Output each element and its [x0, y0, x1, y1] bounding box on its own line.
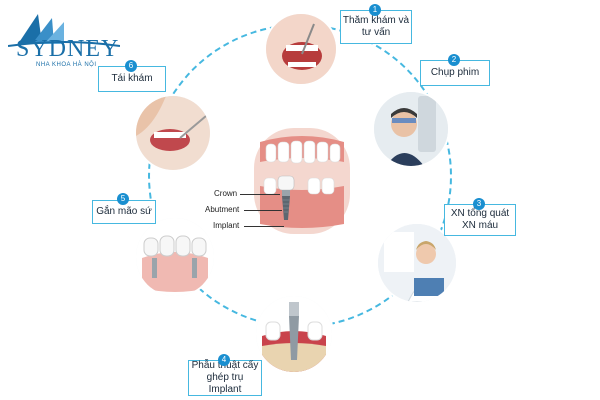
implant-diagram — [254, 128, 350, 234]
brand-logo — [7, 8, 121, 80]
step-4-photo — [256, 296, 332, 372]
crown-label: Crown — [214, 189, 238, 198]
step-2-photo — [374, 92, 448, 166]
step-2-text: Chụp phim — [430, 67, 480, 78]
step-6-badge: 6 — [125, 60, 137, 72]
step-2-badge: 2 — [448, 54, 460, 66]
step-6-text: Tái khám — [111, 73, 153, 84]
open-mouth-exam-icon — [266, 14, 336, 84]
abutment-label: Abutment — [205, 205, 240, 214]
brand-name: SYDNEY — [16, 36, 120, 62]
step-1-photo — [266, 14, 336, 84]
implant-label: Implant — [213, 221, 240, 230]
implant-pointer — [244, 226, 284, 227]
abutment-pointer — [244, 210, 282, 211]
step-5-badge: 5 — [117, 193, 129, 205]
step-3-badge: 3 — [473, 198, 485, 210]
step-5-photo — [136, 218, 214, 296]
brand-tagline: NHA KHOA HÀ NỘI — [36, 62, 97, 68]
bridge-crown-icon — [136, 218, 214, 296]
step-6-photo — [136, 96, 210, 170]
implant-surgery-icon — [256, 296, 332, 372]
opera-house-icon — [7, 14, 121, 47]
step-1-badge: 1 — [369, 4, 381, 16]
doctor-icon — [378, 224, 456, 302]
smile-checkup-icon — [136, 96, 210, 170]
step-4-badge: 4 — [218, 354, 230, 366]
xray-scan-icon — [374, 92, 448, 166]
step-1-text: Thăm khám và tư vấn — [342, 15, 410, 38]
step-3-photo — [378, 224, 456, 302]
step-5-text: Gắn mão sứ — [96, 206, 152, 217]
step-3-text: XN tổng quát XN máu — [450, 208, 510, 231]
crown-pointer — [240, 194, 280, 195]
